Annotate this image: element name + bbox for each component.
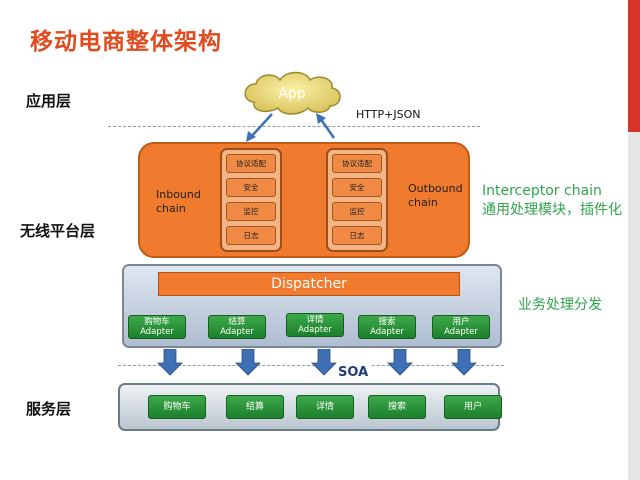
- interceptor-note-line2: 通用处理模块，插件化: [482, 202, 622, 218]
- down-arrow-icon: [387, 349, 413, 376]
- app-cloud-diagram: App: [244, 71, 341, 142]
- adapter-user: 用户 Adapter: [432, 315, 490, 339]
- side-bar: [628, 132, 640, 480]
- chain-item: 监控: [332, 202, 382, 221]
- inbound-chain-label: Inbound chain: [156, 188, 201, 215]
- protocol-label: HTTP+JSON: [356, 108, 421, 121]
- chain-item: 监控: [226, 202, 276, 221]
- inbound-chain-stack: 协议适配 安全 监控 日志: [220, 148, 282, 252]
- chain-item: 协议适配: [226, 154, 276, 173]
- soa-label: SOA: [334, 365, 373, 380]
- adapter-search: 搜索 Adapter: [358, 315, 416, 339]
- adapter-name: 详情: [306, 315, 324, 325]
- interceptor-note-line1: Interceptor chain: [482, 183, 602, 199]
- adapter-suffix: Adapter: [140, 327, 174, 337]
- chain-item: 安全: [332, 178, 382, 197]
- down-arrow-icon: [451, 349, 477, 376]
- layer-label-service: 服务层: [26, 400, 72, 418]
- adapter-name: 购物车: [144, 317, 170, 327]
- adapter-name: 搜索: [378, 317, 396, 327]
- interceptor-note: Interceptor chain 通用处理模块，插件化: [482, 182, 622, 220]
- interceptor-chain-box: Inbound chain Outbound chain 协议适配 安全 监控 …: [138, 142, 470, 258]
- layer-label-platform: 无线平台层: [20, 222, 96, 240]
- soa-arrows: [157, 349, 477, 376]
- separator-bottom: [118, 365, 504, 366]
- layer-label-app: 应用层: [26, 92, 72, 110]
- adapter-name: 用户: [452, 317, 470, 327]
- upward-arrow-icon: [316, 113, 336, 139]
- chain-item: 安全: [226, 178, 276, 197]
- service-detail: 详情: [296, 395, 354, 419]
- service-search: 搜索: [368, 395, 426, 419]
- outbound-chain-label: Outbound chain: [408, 182, 463, 209]
- accent-bar: [628, 0, 640, 132]
- chain-item: 日志: [332, 226, 382, 245]
- adapter-detail: 详情 Adapter: [286, 313, 344, 337]
- separator-top: [108, 126, 480, 127]
- outbound-chain-stack: 协议适配 安全 监控 日志: [326, 148, 388, 252]
- chain-item: 日志: [226, 226, 276, 245]
- adapter-cart: 购物车 Adapter: [128, 315, 186, 339]
- service-cart: 购物车: [148, 395, 206, 419]
- adapter-checkout: 结算 Adapter: [208, 315, 266, 339]
- slide-title: 移动电商整体架构: [30, 29, 222, 55]
- downward-arrow-icon: [246, 113, 273, 142]
- dispatcher-box: Dispatcher: [158, 272, 460, 296]
- adapter-suffix: Adapter: [298, 325, 332, 335]
- adapter-suffix: Adapter: [220, 327, 254, 337]
- down-arrow-icon: [235, 349, 261, 376]
- dispatch-note: 业务处理分发: [518, 297, 602, 313]
- service-checkout: 结算: [226, 395, 284, 419]
- adapter-suffix: Adapter: [370, 327, 404, 337]
- down-arrow-icon: [157, 349, 183, 376]
- adapter-name: 结算: [228, 317, 246, 327]
- cloud-icon: [244, 71, 341, 115]
- down-arrow-icon: [311, 349, 337, 376]
- adapter-suffix: Adapter: [444, 327, 478, 337]
- service-user: 用户: [444, 395, 502, 419]
- app-cloud-label: App: [278, 86, 305, 102]
- chain-item: 协议适配: [332, 154, 382, 173]
